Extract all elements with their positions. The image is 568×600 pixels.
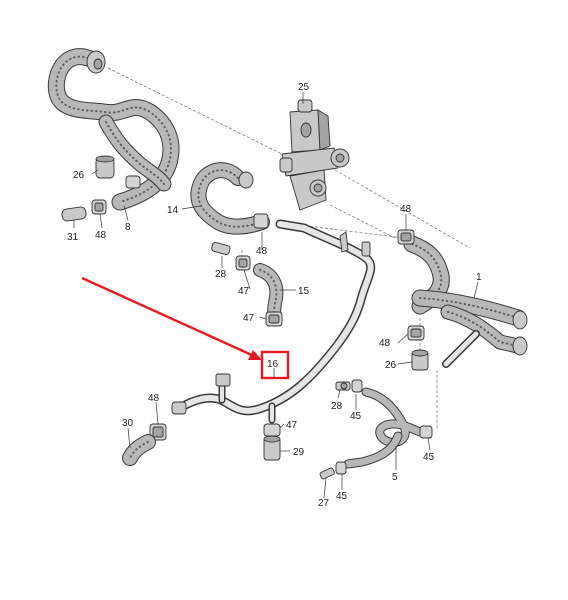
callout-labels: 25 26 8 31 48 14 48 48 28 47 15 47 1 48 …: [67, 82, 482, 509]
part-26-plug-left: [95, 155, 115, 179]
clamp-48-lower-left: [149, 423, 167, 441]
clamp-47-middle: [265, 311, 283, 327]
clamp-47-upper: [235, 255, 251, 271]
clamp-45-upper: [351, 379, 363, 393]
part-30-hose-stub: [122, 434, 156, 466]
callout-5: 5: [392, 472, 398, 483]
callout-16: 16: [267, 359, 279, 370]
callout-47-lower: 47: [286, 420, 298, 431]
callout-31: 31: [67, 232, 79, 243]
part-26-plug-right: [411, 349, 429, 371]
callout-1: 1: [476, 272, 482, 283]
callout-25: 25: [298, 82, 310, 93]
callout-15: 15: [298, 286, 310, 297]
callout-27: 27: [318, 498, 330, 509]
clamp-48-right-top: [397, 229, 415, 245]
callout-28-lower: 28: [331, 401, 343, 412]
callout-47-middle: 47: [243, 313, 255, 324]
part-29-hose-stub: [263, 435, 281, 461]
callout-26-right: 26: [385, 360, 397, 371]
clamp-48-left: [91, 199, 107, 215]
leader-lines: [73, 92, 479, 499]
clamp-48-right-mid: [407, 325, 425, 341]
callout-8: 8: [125, 222, 131, 233]
callout-45-lower: 45: [336, 491, 348, 502]
pipe-16: [171, 219, 376, 424]
callout-48-lower-left: 48: [148, 393, 160, 404]
red-arrow-head: [248, 350, 262, 360]
hose-8: [47, 48, 180, 211]
callout-45-right: 45: [423, 452, 435, 463]
callout-47-upper: 47: [238, 286, 250, 297]
callout-28-upper: 28: [215, 269, 227, 280]
hose-5: [343, 387, 425, 469]
hose-8-clamp: [125, 175, 141, 189]
callout-48-right-mid: 48: [379, 338, 391, 349]
part-27-connector: [319, 467, 335, 480]
hose-15: [253, 263, 284, 323]
red-arrow-line: [81, 276, 255, 358]
callout-30: 30: [122, 418, 134, 429]
red-highlight-box-16: [260, 350, 290, 380]
callout-48-middle: 48: [256, 246, 268, 257]
clamp-45-lower: [335, 461, 347, 475]
part-28-upper: [211, 242, 231, 255]
part-28-lower: [335, 381, 351, 391]
callout-29: 29: [293, 447, 305, 458]
callout-48-left: 48: [95, 230, 107, 241]
callout-48-right-top: 48: [400, 204, 412, 215]
callout-26-left: 26: [73, 170, 85, 181]
clamp-45-right: [419, 425, 433, 439]
callout-14: 14: [167, 205, 179, 216]
callout-45-upper: 45: [350, 411, 362, 422]
red-annotation: [81, 276, 290, 380]
part-31-connector: [61, 206, 87, 222]
clamp-47-lower: [263, 423, 281, 437]
hose-1: [403, 235, 528, 368]
hose-14: [190, 162, 270, 235]
valve-25: [279, 99, 350, 211]
